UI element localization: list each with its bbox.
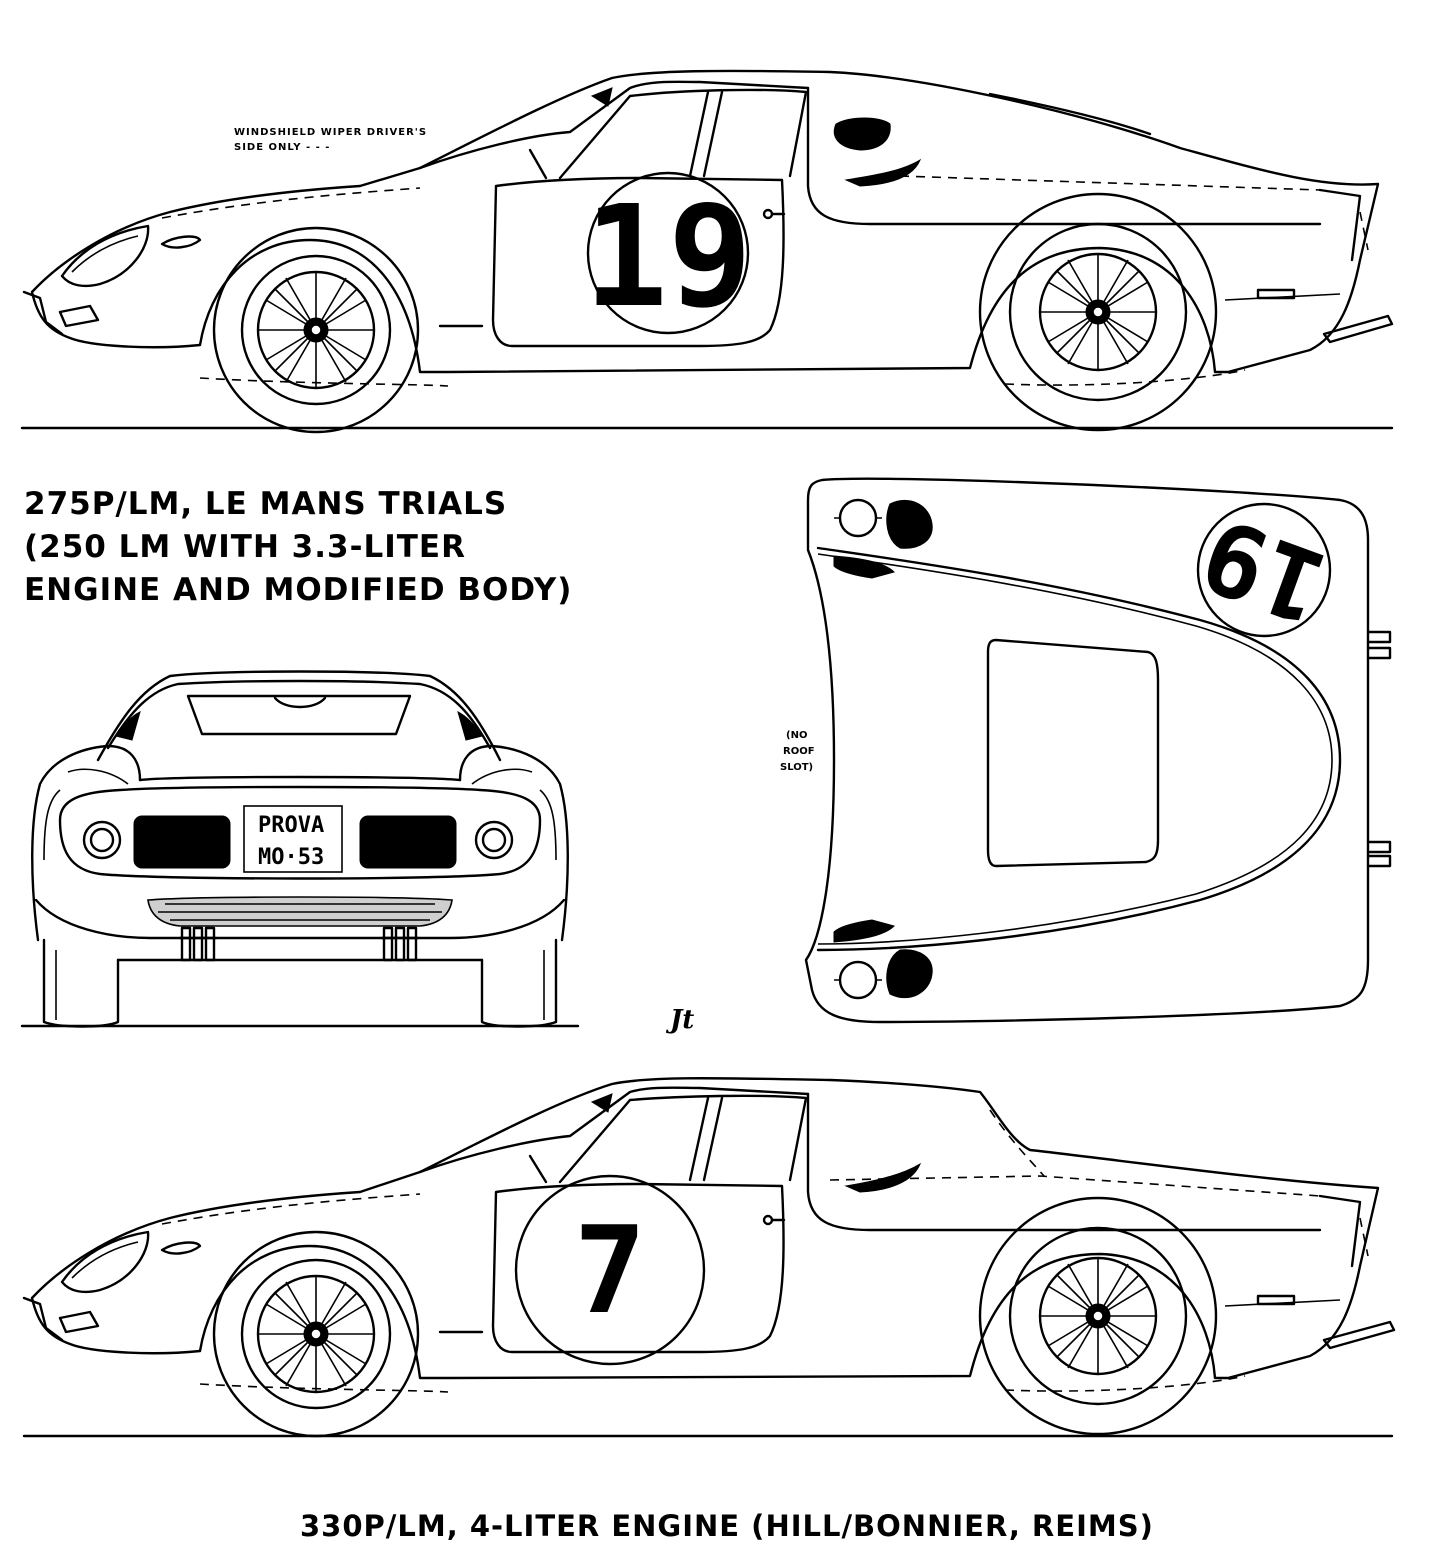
plan-view: 19 (NO ROOF SLOT) [780, 477, 1392, 1024]
front-exhausts-left [178, 926, 218, 962]
windshield-top [418, 80, 810, 170]
front-right-intake [359, 815, 457, 869]
race-number-side-top: 19 [584, 176, 753, 339]
plate-line2: MO·53 [258, 845, 324, 870]
side-view-275p: 19 [20, 69, 1394, 434]
front-right-tire [480, 938, 558, 1028]
roof-note-line1: (NO [786, 730, 807, 741]
wiper-note-line2: SIDE ONLY - - - [234, 142, 330, 153]
headlight-cover-top [60, 224, 150, 288]
exhaust-bottom [1322, 1320, 1396, 1350]
wiper-note-line1: WINDSHIELD WIPER DRIVER'S [234, 127, 427, 138]
rear-wheel-top [978, 192, 1218, 432]
front-right-fender [458, 744, 569, 942]
number-roundel-bottom [514, 1174, 706, 1366]
front-view: PROVA MO·53 [20, 670, 580, 1028]
roof-note-line3: SLOT) [780, 762, 813, 773]
body-outline-bottom [30, 1077, 1380, 1380]
front-left-headlight [82, 820, 122, 860]
caption-top: 275P/LM, LE MANS TRIALS (250 LM WITH 3.3… [24, 486, 572, 608]
artist-signature: Jt [665, 1005, 694, 1035]
plan-roof [986, 638, 1160, 868]
caption-top-line2: (250 LM WITH 3.3-LITER [24, 529, 466, 565]
body-outline-top [30, 69, 1380, 374]
exhaust-top [1322, 314, 1394, 344]
caption-top-line1: 275P/LM, LE MANS TRIALS [24, 486, 507, 522]
front-left-intake [133, 815, 231, 869]
caption-bottom: 330P/LM, 4-LITER ENGINE (HILL/BONNIER, R… [300, 1509, 1154, 1543]
number-roundel-top [586, 171, 750, 335]
race-number-side-bottom: 7 [574, 1202, 646, 1341]
front-left-tire [42, 938, 120, 1028]
plate-line1: PROVA [258, 813, 324, 838]
caption-top-line3: ENGINE AND MODIFIED BODY) [24, 572, 572, 608]
door-top [491, 176, 785, 348]
plan-number-roundel [1196, 502, 1332, 638]
front-roof [96, 670, 502, 762]
side-view-330p: 7 [22, 1077, 1396, 1438]
front-wheel-top [212, 226, 420, 434]
rear-wheel-bottom [978, 1196, 1218, 1436]
roof-note-line2: ROOF [783, 746, 815, 757]
license-plate [243, 805, 343, 873]
front-left-fender [31, 744, 142, 942]
front-wheel-bottom [212, 1230, 420, 1438]
plan-headlight-top [838, 498, 878, 538]
plan-headlight-bottom [838, 960, 878, 1000]
plan-outline [804, 477, 1370, 1024]
front-right-headlight [474, 820, 514, 860]
front-exhausts-right [380, 926, 420, 962]
